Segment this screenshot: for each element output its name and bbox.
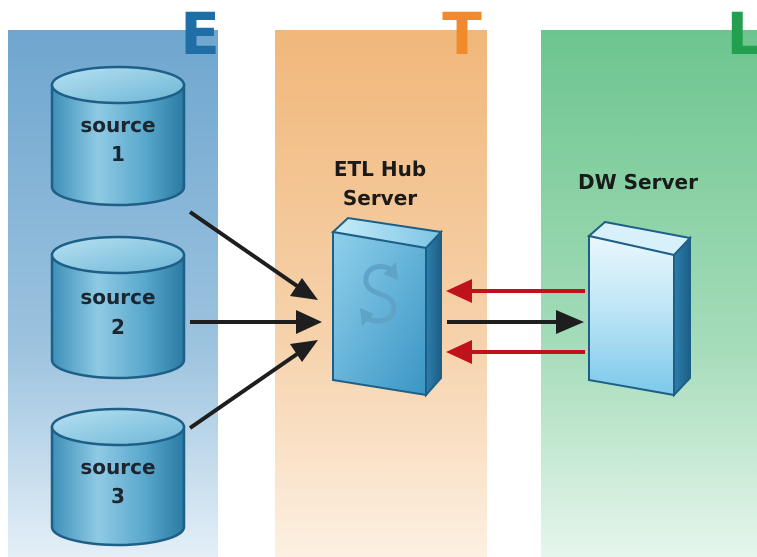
extract-arrow-2 bbox=[190, 310, 322, 334]
extract-arrow-1 bbox=[188, 210, 318, 300]
source-2-label: source bbox=[80, 285, 155, 309]
return-arrow-bottom bbox=[446, 340, 585, 364]
load-letter: L bbox=[727, 0, 757, 68]
etl-server-label-line1: ETL Hub bbox=[334, 157, 426, 181]
source-database-3: source 3 bbox=[50, 407, 186, 547]
return-arrow-top bbox=[446, 279, 585, 303]
source-database-1: source 1 bbox=[50, 65, 186, 207]
etl-server-label-line2: Server bbox=[343, 186, 417, 210]
load-arrow bbox=[447, 310, 584, 334]
source-database-2: source 2 bbox=[50, 235, 186, 380]
source-2-number: 2 bbox=[111, 315, 125, 339]
extract-arrow-3 bbox=[188, 340, 318, 430]
transform-letter: T bbox=[442, 0, 482, 68]
source-1-label: source bbox=[80, 113, 155, 137]
dw-server bbox=[586, 220, 692, 398]
dw-server-label: DW Server bbox=[578, 170, 698, 194]
source-3-number: 3 bbox=[111, 484, 125, 508]
sync-icon bbox=[360, 262, 398, 326]
source-3-label: source bbox=[80, 455, 155, 479]
extract-letter: E bbox=[180, 0, 220, 68]
etl-hub-server bbox=[330, 216, 444, 398]
source-1-number: 1 bbox=[111, 142, 125, 166]
